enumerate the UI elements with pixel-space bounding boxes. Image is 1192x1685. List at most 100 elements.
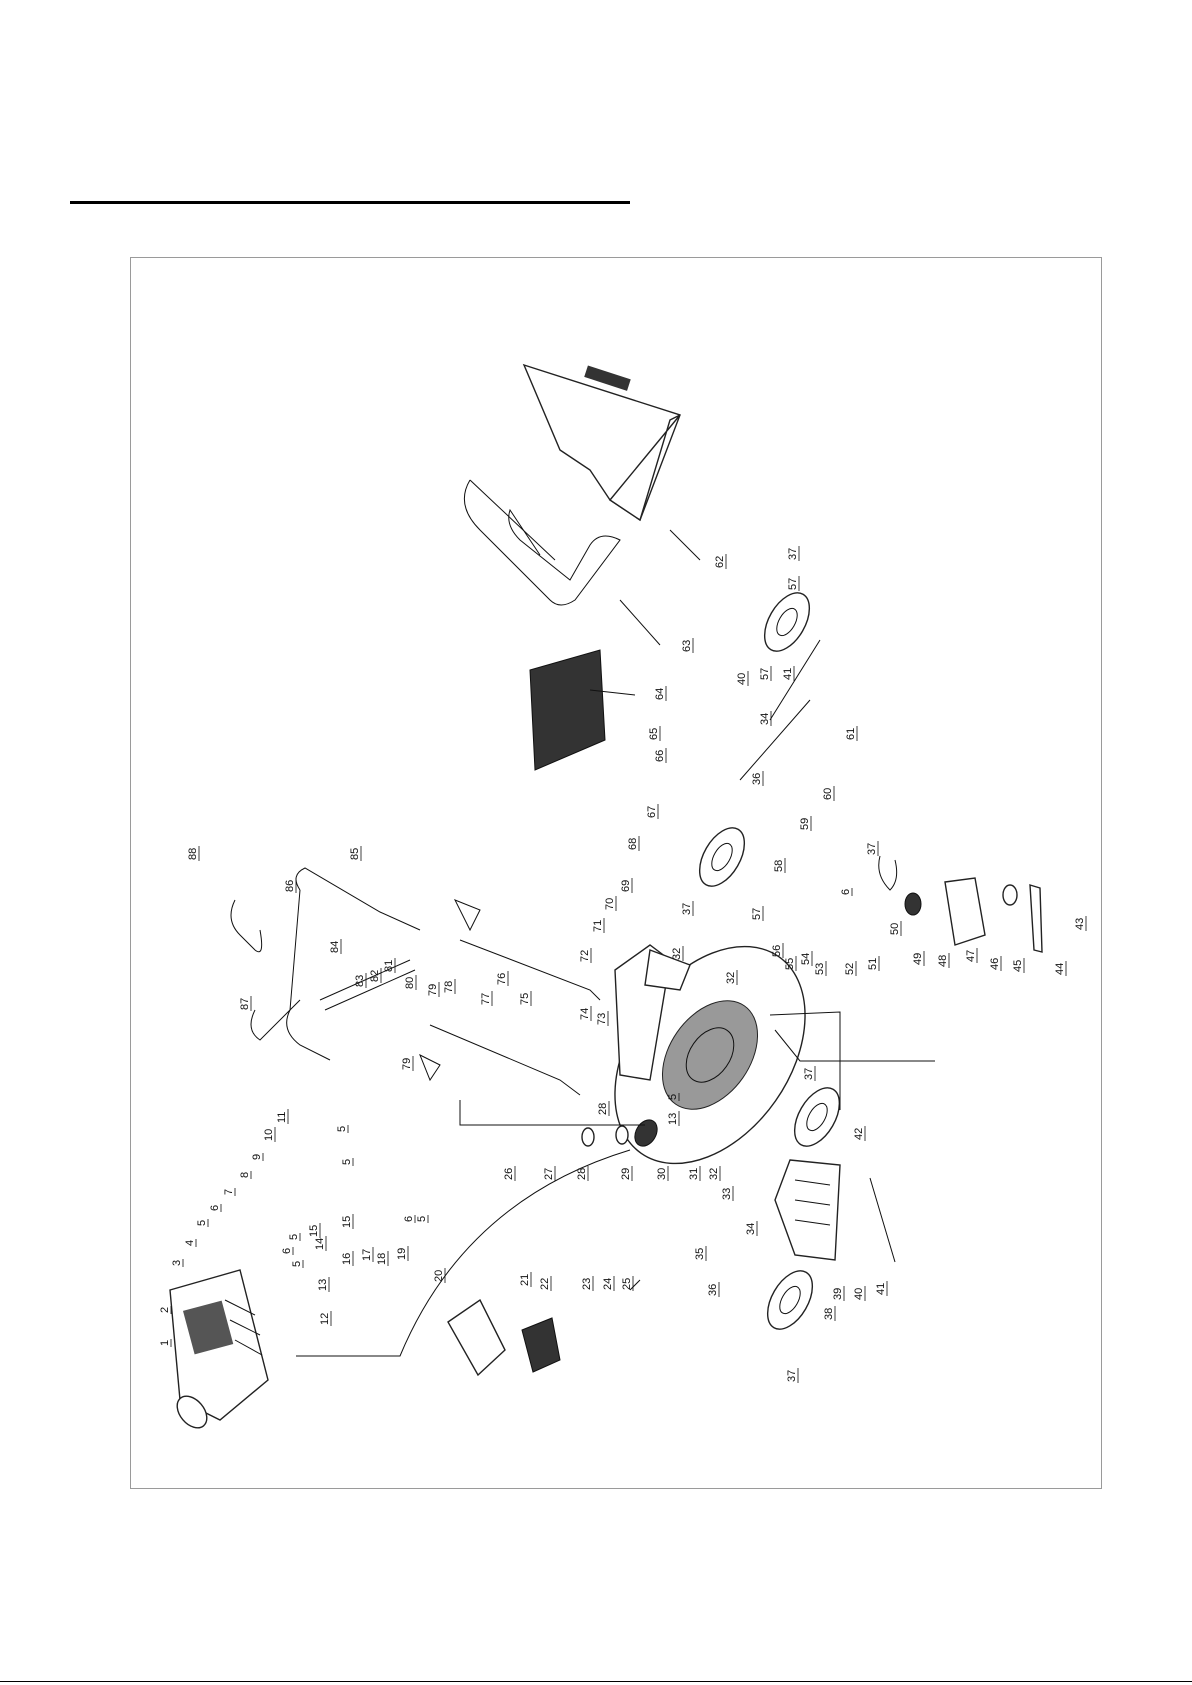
part-number-text: 31 xyxy=(688,1168,700,1180)
part-number-text: 5 xyxy=(341,1159,353,1165)
part-number-text: 48 xyxy=(937,955,949,967)
wheel-42 xyxy=(793,1087,841,1147)
part-label-45: 45 xyxy=(1012,958,1025,973)
side-chute-part xyxy=(447,1298,561,1377)
part-label-28: 28 xyxy=(597,1101,610,1116)
engine-part xyxy=(169,1269,269,1429)
part-label-54: 54 xyxy=(800,951,813,966)
part-label-11: 11 xyxy=(276,1109,289,1124)
part-number-text: 4 xyxy=(184,1240,196,1246)
part-label-53: 53 xyxy=(814,961,827,976)
part-label-52: 52 xyxy=(844,961,857,976)
part-label-57: 57 xyxy=(751,906,764,921)
part-label-14: 14 xyxy=(314,1236,327,1251)
part-label-57: 57 xyxy=(787,576,800,591)
part-label-88: 88 xyxy=(187,846,200,861)
part-label-64: 64 xyxy=(654,686,667,701)
part-number-text: 10 xyxy=(263,1129,275,1141)
part-number-text: 86 xyxy=(284,880,296,892)
part-number-text: 71 xyxy=(592,920,604,932)
part-number-text: 49 xyxy=(912,953,924,965)
part-number-text: 28 xyxy=(597,1103,609,1115)
part-label-86: 86 xyxy=(284,878,297,893)
part-label-58: 58 xyxy=(773,858,786,873)
part-label-36: 36 xyxy=(707,1282,720,1297)
part-label-68: 68 xyxy=(627,836,640,851)
part-label-5: 5 xyxy=(667,1093,680,1101)
part-number-text: 47 xyxy=(965,950,977,962)
part-number-text: 39 xyxy=(832,1288,844,1300)
part-label-40: 40 xyxy=(736,671,749,686)
part-number-text: 3 xyxy=(171,1260,183,1266)
part-label-43: 43 xyxy=(1074,916,1087,931)
part-label-37: 37 xyxy=(803,1066,816,1081)
part-number-text: 42 xyxy=(853,1128,865,1140)
part-number-text: 57 xyxy=(751,908,763,920)
part-number-text: 88 xyxy=(187,848,199,860)
part-number-text: 63 xyxy=(681,640,693,652)
rear-flap-part xyxy=(774,1159,841,1261)
part-number-text: 37 xyxy=(786,1370,798,1382)
part-number-text: 15 xyxy=(341,1216,353,1228)
part-number-text: 5 xyxy=(196,1220,208,1226)
part-number-text: 61 xyxy=(845,728,857,740)
part-number-text: 41 xyxy=(875,1283,887,1295)
title-underline xyxy=(70,201,630,204)
deck-part xyxy=(614,944,806,1165)
part-label-13: 13 xyxy=(317,1277,330,1292)
part-label-74: 74 xyxy=(579,1006,592,1021)
grass-bag-part xyxy=(522,363,681,522)
part-label-67: 67 xyxy=(646,804,659,819)
part-label-22: 22 xyxy=(539,1276,552,1291)
part-number-text: 68 xyxy=(627,838,639,850)
handle-part xyxy=(230,867,421,1061)
part-number-text: 57 xyxy=(759,668,771,680)
part-number-text: 11 xyxy=(276,1112,288,1123)
part-label-15: 15 xyxy=(308,1223,321,1238)
part-label-85: 85 xyxy=(349,846,362,861)
part-label-75: 75 xyxy=(519,991,532,1006)
part-label-6: 6 xyxy=(840,888,853,896)
wheel-58 xyxy=(698,827,746,887)
part-number-text: 20 xyxy=(433,1270,445,1282)
part-number-text: 15 xyxy=(308,1225,320,1237)
part-number-text: 44 xyxy=(1054,963,1066,975)
part-number-text: 79 xyxy=(401,1058,413,1070)
part-number-text: 41 xyxy=(782,668,794,680)
part-label-56: 56 xyxy=(771,943,784,958)
part-number-text: 82 xyxy=(369,970,381,982)
part-label-69: 69 xyxy=(620,878,633,893)
part-number-text: 83 xyxy=(354,975,366,987)
part-number-text: 37 xyxy=(803,1068,815,1080)
part-label-21: 21 xyxy=(519,1272,532,1287)
part-number-text: 81 xyxy=(383,960,395,972)
part-label-41: 41 xyxy=(782,666,795,681)
part-label-42: 42 xyxy=(853,1126,866,1141)
part-label-79: 79 xyxy=(427,982,440,997)
part-label-59: 59 xyxy=(799,816,812,831)
part-number-text: 72 xyxy=(579,950,591,962)
page-bottom-rule xyxy=(0,1681,1192,1682)
part-label-1: 1 xyxy=(159,1339,172,1347)
part-number-text: 80 xyxy=(404,977,416,989)
part-label-12: 12 xyxy=(319,1311,332,1326)
part-number-text: 36 xyxy=(751,773,763,785)
part-number-text: 54 xyxy=(800,953,812,965)
part-number-text: 87 xyxy=(239,998,251,1010)
part-label-78: 78 xyxy=(443,979,456,994)
part-number-text: 50 xyxy=(889,923,901,935)
part-label-9: 9 xyxy=(251,1153,264,1161)
part-label-16: 16 xyxy=(341,1251,354,1266)
part-number-text: 19 xyxy=(396,1248,408,1260)
part-label-18: 18 xyxy=(376,1251,389,1266)
part-number-text: 12 xyxy=(319,1313,331,1325)
part-number-text: 51 xyxy=(867,958,879,970)
part-number-text: 26 xyxy=(503,1168,515,1180)
part-number-text: 38 xyxy=(823,1308,835,1320)
part-number-text: 6 xyxy=(281,1248,293,1254)
part-label-15: 15 xyxy=(341,1214,354,1229)
part-label-46: 46 xyxy=(989,956,1002,971)
part-number-text: 32 xyxy=(671,948,683,960)
part-label-23: 23 xyxy=(581,1276,594,1291)
part-label-2: 2 xyxy=(159,1306,172,1314)
